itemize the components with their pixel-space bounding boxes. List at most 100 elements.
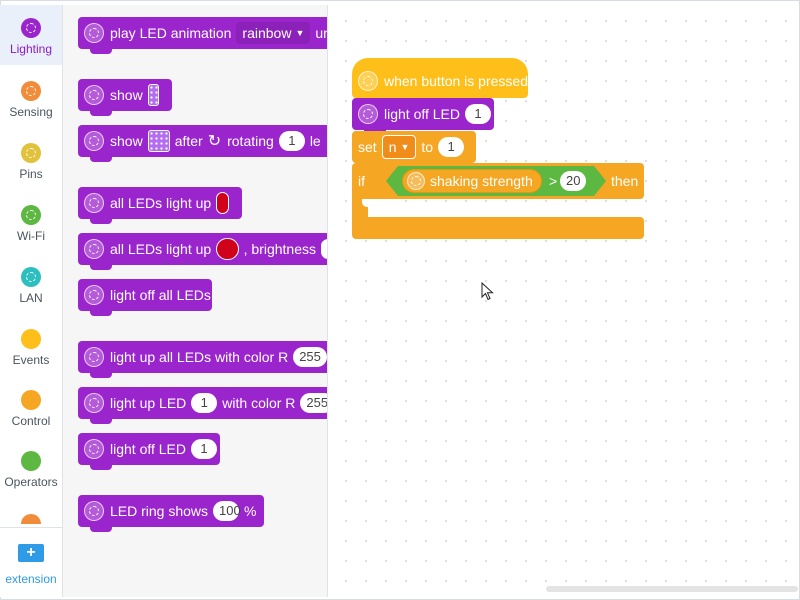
circle-icon <box>21 329 41 349</box>
block-text: light up LED <box>110 395 187 411</box>
caret-down-icon: ▼ <box>295 28 305 38</box>
compare-value-input[interactable]: 20 <box>560 171 587 191</box>
category-label: Control <box>11 414 51 428</box>
block-text: all LEDs light up <box>110 195 212 211</box>
circle-icon <box>21 390 41 410</box>
value-input[interactable]: 1 <box>278 131 305 151</box>
block-text: light off LED <box>110 441 187 457</box>
all-leds-light-up-block[interactable]: all LEDs light up <box>78 187 242 224</box>
block-text: to <box>421 139 434 155</box>
gear-icon <box>84 23 104 43</box>
led-index-input[interactable]: 1 <box>191 393 218 413</box>
color-picker[interactable] <box>216 192 229 214</box>
block-text: set <box>358 139 377 155</box>
gear-icon <box>84 347 104 367</box>
value-input-partial[interactable] <box>321 239 327 259</box>
rotate-icon: ↻ <box>207 133 222 150</box>
gear-icon <box>21 143 41 163</box>
category-sensing[interactable]: Sensing <box>0 68 62 128</box>
extension-button[interactable]: + extension <box>0 527 62 598</box>
if-then-block[interactable]: if shaking strength > 20 then <box>352 163 644 243</box>
block-text: show <box>110 133 143 149</box>
red-value-input[interactable]: 255 <box>293 347 327 367</box>
red-value-input[interactable]: 255 <box>300 393 327 413</box>
block-text: play LED animation <box>110 25 232 41</box>
light-off-led-block[interactable]: light off LED 1 <box>78 433 220 470</box>
block-text: when button is pressed <box>384 73 528 89</box>
gear-icon <box>84 393 104 413</box>
category-control[interactable]: Control <box>0 377 62 437</box>
gear-icon <box>21 205 41 225</box>
value-input[interactable]: 1 <box>438 137 465 157</box>
category-operators[interactable]: Operators <box>0 438 62 498</box>
led-matrix-swatch[interactable] <box>147 130 170 152</box>
gear-icon <box>84 85 104 105</box>
gear-icon <box>84 239 104 259</box>
animation-dropdown[interactable]: rainbow▼ <box>236 22 311 44</box>
category-lan[interactable]: LAN <box>0 254 62 314</box>
block-text: LED ring shows <box>110 503 209 519</box>
extension-label: extension <box>5 572 57 586</box>
light-up-all-rgb-block[interactable]: light up all LEDs with color R 255 <box>78 341 327 378</box>
block-text: un <box>315 25 327 41</box>
play-animation-block[interactable]: play LED animation rainbow▼ un <box>78 17 327 54</box>
category-sidebar: Lighting Sensing Pins Wi-Fi LAN Events C… <box>0 5 63 597</box>
variable-dropdown[interactable]: n▼ <box>381 135 417 159</box>
category-label: Lighting <box>9 42 53 56</box>
category-lighting[interactable]: Lighting <box>0 5 62 65</box>
block-text: le <box>309 133 321 149</box>
led-index-input[interactable]: 1 <box>465 104 492 124</box>
light-up-led-block[interactable]: light up LED 1 with color R 255 <box>78 387 327 424</box>
percent-input[interactable]: 100 <box>213 501 241 521</box>
caret-down-icon: ▼ <box>400 142 410 152</box>
category-label: Wi-Fi <box>17 229 45 243</box>
color-picker[interactable] <box>216 238 239 260</box>
category-label: Events <box>12 353 50 367</box>
block-text: light up all LEDs with color R <box>110 349 289 365</box>
category-partial-icon <box>21 514 41 524</box>
block-text: light off LED <box>384 106 461 122</box>
show-block[interactable]: show <box>78 79 172 116</box>
dropdown-value: rainbow <box>242 25 292 41</box>
all-leds-brightness-block[interactable]: all LEDs light up , brightness <box>78 233 327 270</box>
category-label: Sensing <box>9 105 53 119</box>
category-pins[interactable]: Pins <box>0 130 62 190</box>
gear-icon <box>21 81 41 101</box>
category-wifi[interactable]: Wi-Fi <box>0 192 62 252</box>
block-text: all LEDs light up <box>110 241 212 257</box>
block-text: with color R <box>222 395 296 411</box>
category-events[interactable]: Events <box>0 316 62 376</box>
category-label: Pins <box>19 167 43 181</box>
gear-icon <box>21 18 41 38</box>
light-off-led-script-block[interactable]: light off LED 1 <box>352 98 494 135</box>
category-label: Operators <box>4 475 58 489</box>
gear-icon <box>407 172 425 190</box>
gear-icon <box>358 104 378 124</box>
gear-icon <box>84 131 104 151</box>
gear-icon <box>84 439 104 459</box>
show-rotate-block[interactable]: show after ↻ rotating 1 le <box>78 125 327 162</box>
block-text: rotating <box>227 133 274 149</box>
led-index-input[interactable]: 1 <box>191 439 218 459</box>
if-label: if <box>358 173 365 189</box>
block-palette: play LED animation rainbow▼ un show show… <box>63 5 328 597</box>
gear-icon <box>358 71 378 91</box>
gear-icon <box>21 267 41 287</box>
block-text: light off all LEDs <box>110 287 211 303</box>
led-matrix-swatch[interactable] <box>147 84 159 106</box>
reporter-text: shaking strength <box>430 173 533 189</box>
block-text: % <box>244 503 257 519</box>
when-button-pressed-block[interactable]: when button is pressed <box>352 58 528 103</box>
block-text: show <box>110 87 143 103</box>
plus-icon: + <box>18 544 44 562</box>
set-variable-block[interactable]: set n▼ to 1 <box>352 131 476 168</box>
horizontal-scrollbar[interactable] <box>546 586 798 592</box>
led-ring-shows-block[interactable]: LED ring shows 100 % <box>78 495 264 532</box>
gear-icon <box>84 193 104 213</box>
gear-icon <box>84 501 104 521</box>
block-text: , brightness <box>243 241 316 257</box>
light-off-all-block[interactable]: light off all LEDs <box>78 279 212 316</box>
gear-icon <box>84 285 104 305</box>
shaking-strength-reporter[interactable]: shaking strength <box>402 169 542 193</box>
if-footer <box>352 217 644 239</box>
